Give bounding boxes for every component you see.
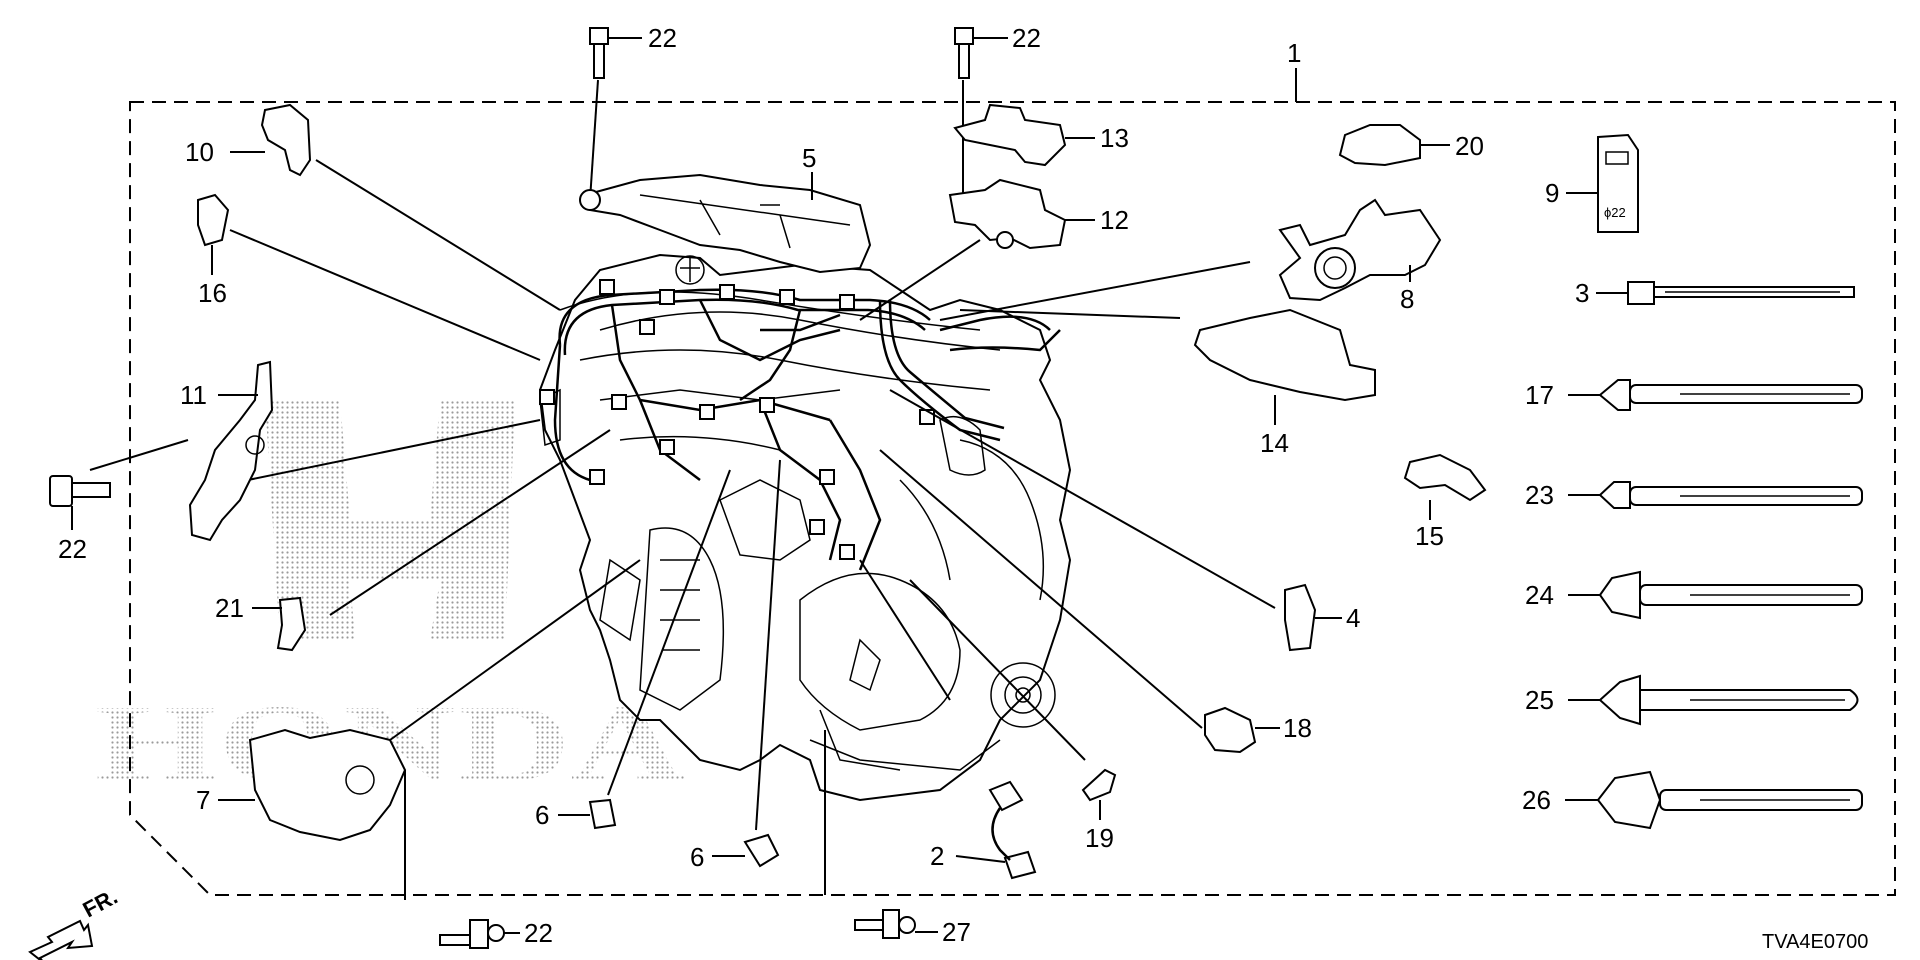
part-21-clip bbox=[276, 596, 307, 652]
label-25: 25 bbox=[1525, 685, 1554, 715]
part-4-connector bbox=[1284, 583, 1317, 652]
label-4: 4 bbox=[1346, 603, 1360, 633]
label-9: 9 bbox=[1545, 178, 1559, 208]
part-8-holder bbox=[1278, 198, 1442, 302]
part-15-connector bbox=[1403, 453, 1487, 502]
arrow-down-left-icon bbox=[28, 919, 94, 960]
assembly-boundary bbox=[129, 101, 1896, 896]
part-10-bracket bbox=[260, 103, 312, 177]
part-23-clip-tie bbox=[1598, 481, 1863, 509]
label-6a: 6 bbox=[535, 800, 549, 830]
wire-harness bbox=[539, 279, 1061, 571]
part-6-connector-b bbox=[743, 833, 780, 868]
label-11: 11 bbox=[180, 380, 207, 410]
label-16: 16 bbox=[198, 278, 227, 308]
label-22b: 22 bbox=[1012, 23, 1041, 53]
part-14-cover bbox=[1193, 308, 1376, 402]
label-23: 23 bbox=[1525, 480, 1554, 510]
front-label: FR. bbox=[79, 884, 122, 923]
clip-diameter-text: ϕ22 bbox=[1604, 205, 1626, 220]
label-7: 7 bbox=[196, 785, 210, 815]
label-27: 27 bbox=[942, 917, 971, 947]
part-11-bracket bbox=[188, 360, 274, 542]
label-8: 8 bbox=[1400, 284, 1414, 314]
part-25-clip-tie bbox=[1598, 674, 1859, 726]
part-7-bracket bbox=[248, 728, 407, 842]
part-6-connector-a bbox=[588, 798, 617, 830]
part-12-bracket bbox=[948, 178, 1067, 250]
bolt-22-top-left bbox=[589, 27, 609, 79]
part-2-sub-harness bbox=[988, 780, 1037, 880]
part-3-tie bbox=[1627, 281, 1855, 305]
label-2: 2 bbox=[930, 841, 944, 871]
label-22a: 22 bbox=[648, 23, 677, 53]
label-15: 15 bbox=[1415, 521, 1444, 551]
label-22c: 22 bbox=[524, 918, 553, 948]
label-26: 26 bbox=[1522, 785, 1551, 815]
part-20-cover bbox=[1338, 124, 1421, 167]
label-1: 1 bbox=[1287, 38, 1301, 68]
part-5-bracket bbox=[579, 173, 872, 274]
part-9-clip: ϕ22 bbox=[1597, 133, 1639, 233]
label-5: 5 bbox=[802, 143, 816, 173]
part-16-clip bbox=[197, 193, 230, 247]
part-24-clip-tie bbox=[1598, 570, 1863, 620]
label-20: 20 bbox=[1455, 131, 1484, 161]
front-direction-marker: FR. bbox=[28, 884, 122, 960]
part-19-terminal bbox=[1081, 768, 1117, 802]
bolt-27 bbox=[854, 909, 916, 939]
label-18: 18 bbox=[1283, 713, 1312, 743]
label-24: 24 bbox=[1525, 580, 1554, 610]
leader-lines bbox=[89, 79, 1276, 900]
label-17: 17 bbox=[1525, 380, 1554, 410]
label-21: 21 bbox=[215, 593, 244, 623]
label-6b: 6 bbox=[690, 842, 704, 872]
part-13-bracket bbox=[953, 103, 1067, 167]
part-26-clip-tie bbox=[1596, 770, 1863, 830]
callout-labels: 1 22 22 5 13 12 20 9 3 8 17 14 15 23 4 2… bbox=[58, 23, 1589, 948]
label-13: 13 bbox=[1100, 123, 1129, 153]
label-12: 12 bbox=[1100, 205, 1129, 235]
label-22d: 22 bbox=[58, 534, 87, 564]
engine-assembly bbox=[538, 253, 1072, 802]
label-10: 10 bbox=[185, 137, 214, 167]
part-17-clip-tie bbox=[1598, 379, 1863, 411]
label-19: 19 bbox=[1085, 823, 1114, 853]
label-3: 3 bbox=[1575, 278, 1589, 308]
label-14: 14 bbox=[1260, 428, 1289, 458]
bolt-22-top-center bbox=[954, 27, 974, 79]
part-18-connector bbox=[1204, 706, 1257, 754]
bolt-22-bottom bbox=[439, 919, 505, 949]
diagram-code: TVA4E0700 bbox=[1762, 931, 1868, 953]
bolt-22-left bbox=[49, 475, 111, 507]
